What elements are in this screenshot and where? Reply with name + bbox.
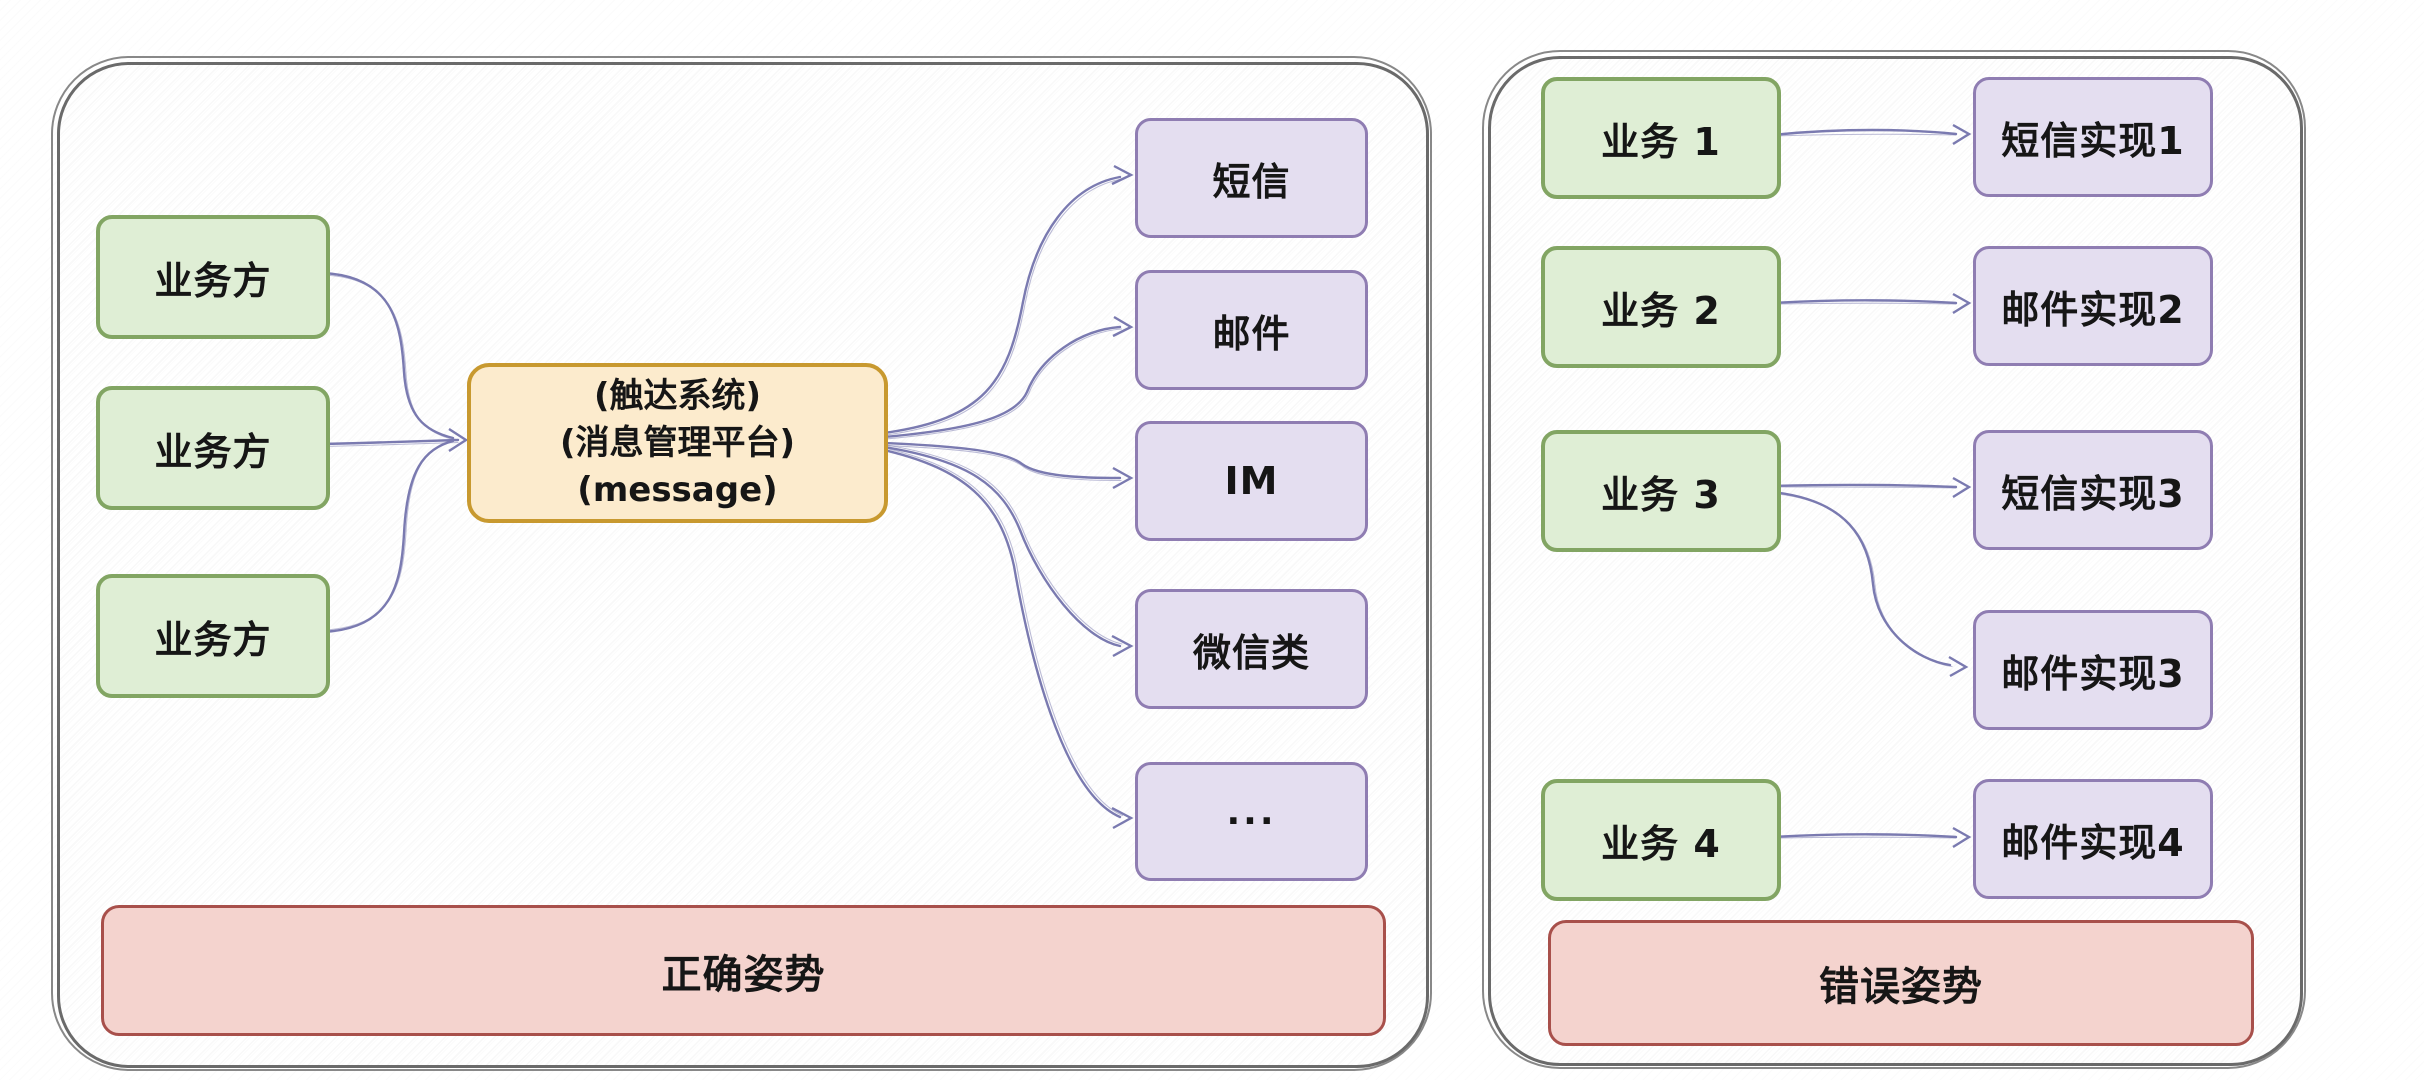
impl-label: 短信实现1 [2001,118,2185,163]
source-label: 业务方 [154,429,272,474]
impl-box-email2: 邮件实现2 [1973,246,2213,366]
channel-box-wechat: 微信类 [1135,589,1368,709]
channel-box-more: ... [1135,762,1368,881]
impl-box-email4: 邮件实现4 [1973,779,2213,899]
impl-box-sms1: 短信实现1 [1973,77,2213,197]
channel-box-sms: 短信 [1135,118,1368,238]
impl-box-sms3: 短信实现3 [1973,430,2213,550]
source-box-2: 业务方 [96,386,330,510]
channel-label: IM [1224,459,1279,503]
business-box-1: 业务 1 [1541,77,1781,199]
business-label: 业务 1 [1601,119,1721,164]
impl-label: 邮件实现3 [2001,651,2185,696]
message-hub-box: (触达系统) (消息管理平台) (message) [467,363,888,523]
channel-label: 邮件 [1212,311,1291,356]
business-box-4: 业务 4 [1541,779,1781,901]
source-box-3: 业务方 [96,574,330,698]
impl-box-email3: 邮件实现3 [1973,610,2213,730]
hub-line-3: (message) [577,469,778,510]
caption-wrong: 错误姿势 [1548,920,2254,1046]
channel-box-email: 邮件 [1135,270,1368,390]
business-box-3: 业务 3 [1541,430,1781,552]
channel-label: 微信类 [1192,630,1310,675]
source-label: 业务方 [154,617,272,662]
wrong-architecture-panel [1482,50,2306,1069]
impl-label: 邮件实现4 [2001,820,2185,865]
source-box-1: 业务方 [96,215,330,339]
channel-label: ... [1226,792,1277,833]
hub-line-1: (触达系统) [593,375,762,416]
impl-label: 短信实现3 [2001,471,2185,516]
business-box-2: 业务 2 [1541,246,1781,368]
hub-line-2: (消息管理平台) [559,422,796,463]
impl-label: 邮件实现2 [2001,287,2185,332]
business-label: 业务 4 [1601,821,1721,866]
source-label: 业务方 [154,258,272,303]
business-label: 业务 3 [1601,472,1721,517]
caption-label: 错误姿势 [1819,964,1983,1010]
channel-box-im: IM [1135,421,1368,541]
business-label: 业务 2 [1601,288,1721,333]
caption-label: 正确姿势 [661,951,826,998]
caption-correct: 正确姿势 [101,905,1386,1036]
channel-label: 短信 [1212,159,1291,204]
